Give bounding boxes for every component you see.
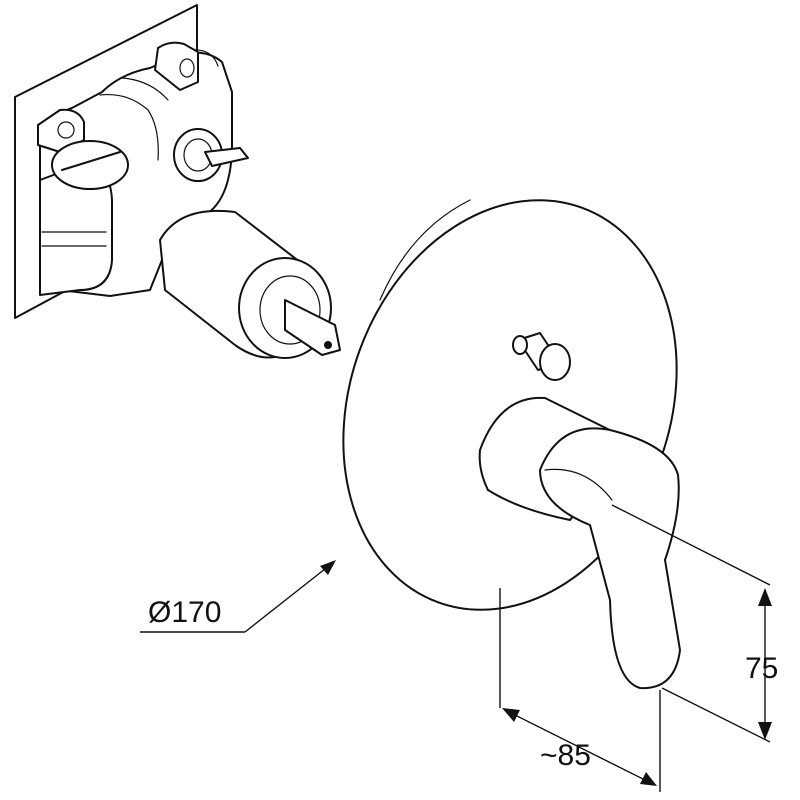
lever-handle	[478, 396, 681, 690]
dimension-height: 75	[611, 504, 778, 743]
arrowhead	[320, 560, 336, 575]
depth-label: ~85	[540, 739, 591, 772]
slotted-plug	[51, 140, 129, 190]
arrowhead	[502, 708, 520, 722]
arrowhead	[640, 772, 657, 786]
mounting-lug-top	[154, 41, 199, 91]
housing-ridge	[99, 93, 159, 161]
height-label: 75	[745, 652, 778, 685]
arrowhead	[758, 722, 772, 740]
dimension-diameter: Ø170	[140, 560, 336, 633]
dimension-depth: ~85	[499, 588, 661, 792]
concealed-body-unit	[14, 4, 341, 359]
diameter-label: Ø170	[148, 596, 221, 629]
diverter-knob	[512, 332, 571, 381]
cartridge-spindle	[284, 299, 341, 356]
arrowhead	[758, 588, 772, 606]
